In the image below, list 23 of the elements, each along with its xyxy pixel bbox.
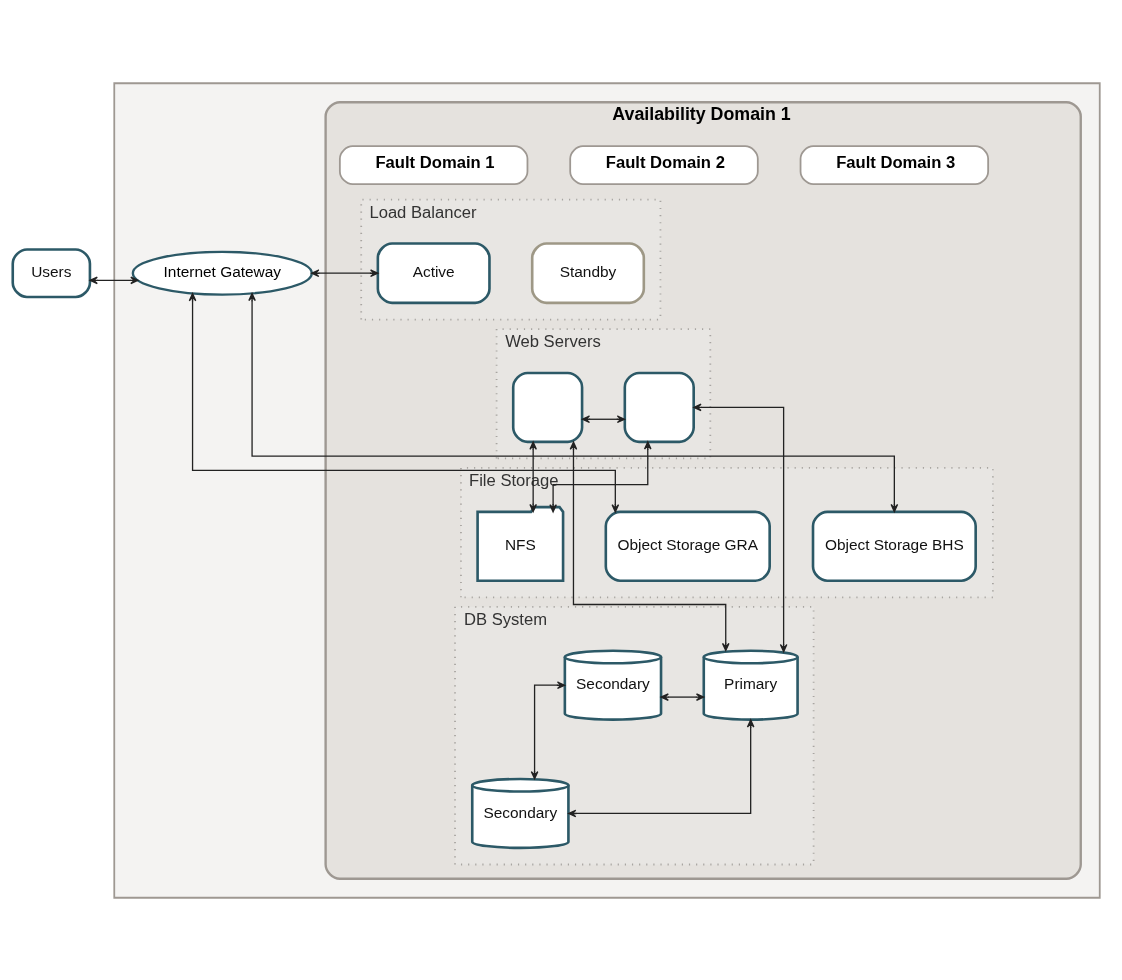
arrow — [693, 403, 788, 652]
arrow — [89, 276, 139, 284]
arrow — [549, 440, 652, 512]
node-box: Standby — [530, 241, 646, 304]
arrow — [569, 441, 730, 651]
cluster: Web Servers — [495, 327, 712, 459]
arrow — [529, 440, 537, 512]
arrow — [567, 718, 755, 817]
node-box — [511, 371, 584, 443]
arrow — [660, 692, 705, 701]
node-box: Fault Domain 1 — [338, 144, 529, 185]
node-box: Fault Domain 2 — [569, 144, 759, 185]
arrow — [248, 292, 899, 512]
node-box: Active — [376, 241, 491, 304]
node-box: Users — [11, 247, 92, 298]
node-box: Fault Domain 3 — [799, 144, 990, 185]
arrow — [311, 268, 379, 277]
node-box: Object Storage BHS — [811, 510, 977, 582]
node-box — [623, 371, 695, 443]
arrow — [581, 414, 626, 423]
arrow — [530, 680, 566, 779]
arrow — [188, 292, 620, 513]
node-box: Object Storage GRA — [604, 510, 771, 582]
